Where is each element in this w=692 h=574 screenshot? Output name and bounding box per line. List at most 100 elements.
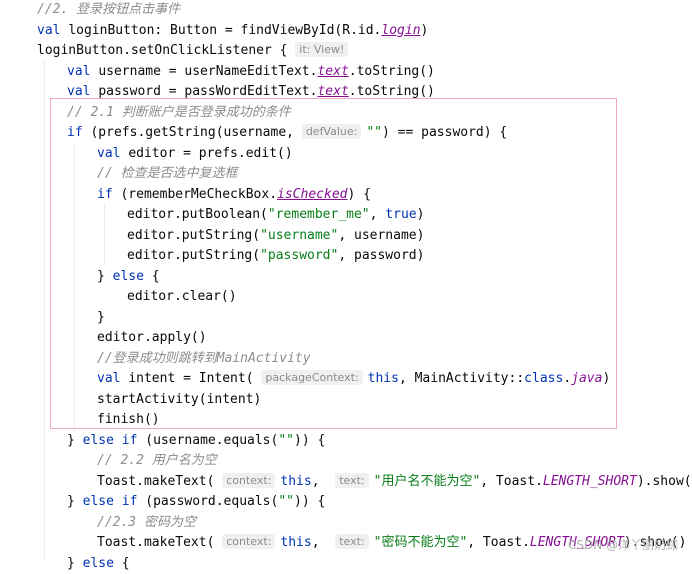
- code-token: true: [385, 207, 416, 222]
- code-token: val: [67, 64, 98, 79]
- code-line: val password = passWordEditText.text.toS…: [67, 82, 435, 103]
- code-token: //登录成功则跳转到MainActivity: [97, 351, 311, 366]
- code-token: editor.putString(: [127, 248, 260, 263]
- code-token: //2. 登录按钮点击事件: [37, 2, 180, 17]
- code-token: text: [317, 64, 348, 79]
- code-token: else if: [83, 494, 146, 509]
- code-token: "": [366, 125, 382, 140]
- code-line: val loginButton: Button = findViewById(R…: [37, 21, 428, 42]
- indent-guide: [44, 60, 45, 559]
- code-token: {: [152, 269, 160, 284]
- code-token: ): [421, 23, 429, 38]
- code-token: val: [97, 371, 128, 386]
- code-token: Toast.makeText(: [97, 474, 222, 489]
- code-token: .toString(): [349, 64, 435, 79]
- code-token: )) {: [294, 494, 325, 509]
- code-token: java: [571, 371, 602, 386]
- parameter-hint: context:: [222, 534, 275, 549]
- code-token: login: [381, 23, 420, 38]
- code-line: if (rememberMeCheckBox.isChecked) {: [97, 185, 371, 206]
- indent-guide: [104, 204, 105, 266]
- code-token: "password": [260, 248, 338, 263]
- code-token: intent = Intent(: [128, 371, 261, 386]
- code-token: else: [113, 269, 152, 284]
- code-token: "用户名不能为空": [374, 474, 481, 489]
- code-token: if: [97, 187, 120, 202]
- code-line: } else {: [67, 554, 130, 574]
- code-token: (password.equals(: [145, 494, 278, 509]
- code-token: LENGTH_SHORT: [543, 474, 637, 489]
- code-line: editor.apply(): [97, 328, 207, 349]
- code-token: )) {: [294, 433, 325, 448]
- code-token: , username): [338, 228, 424, 243]
- code-line: editor.clear(): [127, 287, 237, 308]
- code-token: .: [563, 371, 571, 386]
- code-token: password = passWordEditText.: [98, 84, 317, 99]
- code-line: finish(): [97, 410, 160, 431]
- code-token: ,: [312, 474, 335, 489]
- code-token: , Toast.: [480, 474, 543, 489]
- code-line: val username = userNameEditText.text.toS…: [67, 62, 435, 83]
- code-token: ): [602, 371, 610, 386]
- code-line: } else if (username.equals("")) {: [67, 431, 325, 452]
- code-token: , Toast.: [467, 535, 530, 550]
- code-line: editor.putString("password", password): [127, 246, 424, 267]
- code-token: (username.equals(: [145, 433, 278, 448]
- code-token: "": [278, 494, 294, 509]
- code-token: }: [97, 310, 105, 325]
- code-line: loginButton.setOnClickListener { it: Vie…: [37, 41, 353, 62]
- code-token: class: [524, 371, 563, 386]
- code-token: editor = prefs.edit(): [128, 146, 292, 161]
- code-token: startActivity(intent): [97, 392, 261, 407]
- code-token: if: [67, 125, 90, 140]
- code-token: username = userNameEditText.: [98, 64, 317, 79]
- code-token: }: [97, 269, 113, 284]
- code-line: startActivity(intent): [97, 390, 261, 411]
- code-line: //登录成功则跳转到MainActivity: [97, 349, 311, 370]
- code-line: editor.putString("username", username): [127, 226, 424, 247]
- parameter-hint: defValue:: [302, 124, 362, 139]
- code-line: // 2.2 用户名为空: [97, 451, 217, 472]
- code-line: } else if (password.equals("")) {: [67, 492, 325, 513]
- code-token: .toString(): [349, 84, 435, 99]
- code-token: // 2.2 用户名为空: [97, 453, 217, 468]
- code-token: }: [67, 494, 83, 509]
- code-line: editor.putBoolean("remember_me", true): [127, 205, 424, 226]
- parameter-hint: it: View!: [295, 42, 348, 57]
- code-token: loginButton: Button = findViewById(R.id.: [68, 23, 381, 38]
- watermark: CSDN @洋丫丽奶综: [568, 536, 678, 553]
- code-token: "密码不能为空": [374, 535, 468, 550]
- code-token: this: [280, 535, 311, 550]
- code-line: //2.3 密码为空: [97, 513, 196, 534]
- code-token: , password): [338, 248, 424, 263]
- code-token: ) == password) {: [382, 125, 507, 140]
- code-token: editor.putString(: [127, 228, 260, 243]
- code-token: editor.apply(): [97, 330, 207, 345]
- code-token: //2.3 密码为空: [97, 515, 196, 530]
- code-token: ) {: [347, 187, 370, 202]
- code-line: // 检查是否选中复选框: [97, 164, 237, 185]
- code-line: val editor = prefs.edit(): [97, 144, 293, 165]
- code-token: (rememberMeCheckBox.: [120, 187, 277, 202]
- code-token: loginButton.setOnClickListener {: [37, 43, 295, 58]
- code-token: , MainActivity::: [399, 371, 524, 386]
- code-token: editor.clear(): [127, 289, 237, 304]
- code-token: text: [317, 84, 348, 99]
- parameter-hint: text:: [335, 473, 368, 488]
- parameter-hint: text:: [335, 534, 368, 549]
- code-token: // 检查是否选中复选框: [97, 166, 237, 181]
- code-token: "remember_me": [268, 207, 370, 222]
- code-token: val: [67, 84, 98, 99]
- code-line: }: [97, 308, 105, 329]
- code-token: this: [368, 371, 399, 386]
- code-line: Toast.makeText( context:this, text:"用户名不…: [97, 472, 692, 493]
- code-token: isChecked: [277, 187, 347, 202]
- code-token: "": [278, 433, 294, 448]
- code-token: // 2.1 判断账户是否登录成功的条件: [67, 105, 291, 120]
- code-token: ,: [370, 207, 386, 222]
- code-line: } else {: [97, 267, 160, 288]
- indent-guide: [74, 142, 75, 428]
- code-token: val: [37, 23, 68, 38]
- code-line: val intent = Intent( packageContext:this…: [97, 369, 610, 390]
- code-token: {: [122, 556, 130, 571]
